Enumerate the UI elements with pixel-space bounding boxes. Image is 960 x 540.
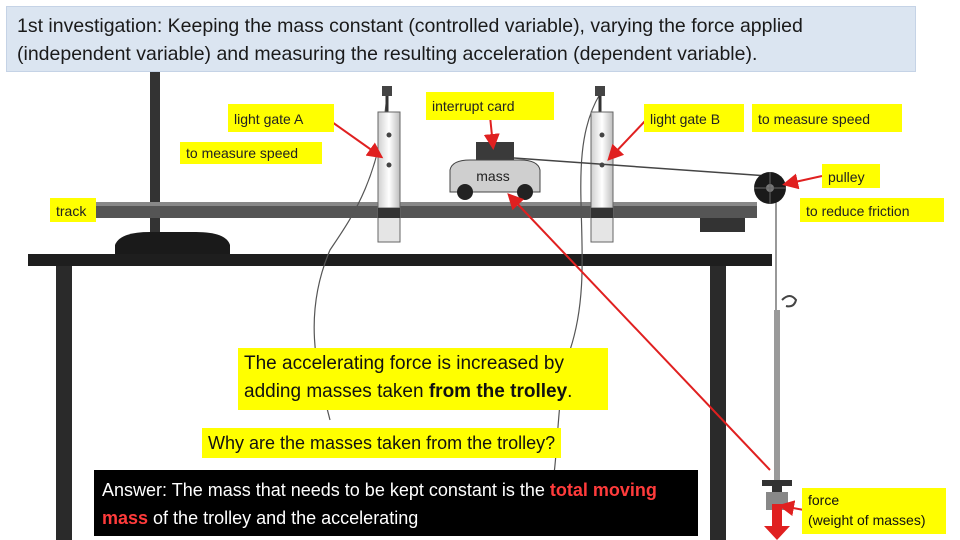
trolley xyxy=(449,142,541,200)
info-text-before: The accelerating force is increased by a… xyxy=(244,353,564,402)
label-force: force (weight of masses) xyxy=(802,488,946,534)
label-force-line1: force xyxy=(808,492,840,508)
answer-text-before: Answer: The mass that needs to be kept c… xyxy=(102,480,550,500)
question-box: Why are the masses taken from the trolle… xyxy=(202,428,562,458)
label-force-line2: (weight of masses) xyxy=(808,512,926,528)
mass-hanger xyxy=(762,295,798,510)
answer-text-after: of the trolley and the accelerating xyxy=(148,508,419,528)
label-to-measure-speed-left: to measure speed xyxy=(180,142,322,164)
info-text-bold: from the trolley xyxy=(428,381,568,402)
label-mass: mass xyxy=(476,168,510,184)
pointer-arrows xyxy=(331,115,823,517)
answer-box: Answer: The mass that needs to be kept c… xyxy=(94,470,698,536)
label-track: track xyxy=(50,198,96,222)
lab-table xyxy=(28,254,772,540)
retort-stand xyxy=(115,70,230,256)
info-box: The accelerating force is increased by a… xyxy=(238,348,608,410)
label-to-reduce-friction: to reduce friction xyxy=(800,198,944,222)
label-to-measure-speed-right: to measure speed xyxy=(752,104,902,132)
force-arrow xyxy=(764,504,790,540)
answer-highlight: total moving mass xyxy=(102,480,657,528)
info-text-after: . xyxy=(567,381,573,402)
label-light-gate-a: light gate A xyxy=(228,104,334,132)
page-title: 1st investigation: Keeping the mass cons… xyxy=(6,6,916,72)
label-interrupt-card: interrupt card xyxy=(426,92,554,120)
label-pulley: pulley xyxy=(822,164,880,188)
light-gate-a xyxy=(377,86,401,243)
pulley-wheel xyxy=(754,172,786,204)
track-rail xyxy=(95,202,757,232)
label-light-gate-b: light gate B xyxy=(644,104,744,132)
